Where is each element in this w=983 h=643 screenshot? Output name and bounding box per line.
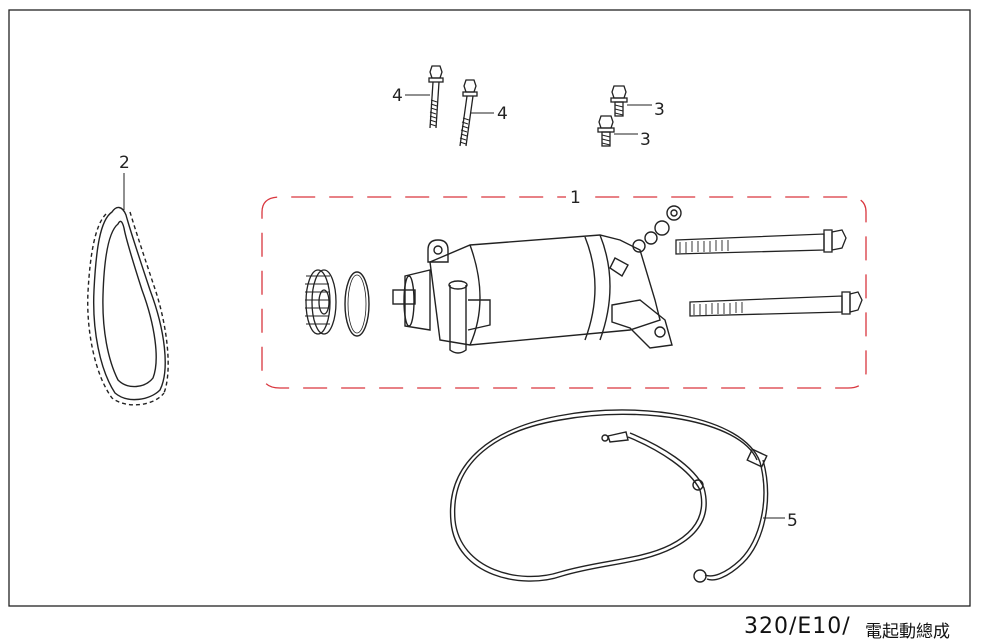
o-ring-inner: [347, 274, 367, 334]
callout-5: 5: [787, 511, 798, 531]
starter-motor[interactable]: [392, 205, 682, 354]
bolt-long-a[interactable]: [428, 65, 444, 129]
callout-4b: 4: [497, 104, 508, 124]
callout-3a: 3: [654, 100, 665, 120]
assembly-outline: [261, 196, 867, 389]
callout-1-gap: [566, 190, 586, 204]
callout-2: 2: [119, 153, 130, 173]
diagram-frame: [8, 9, 971, 607]
bolt-short-b[interactable]: [597, 115, 615, 147]
starter-cable[interactable]: [449, 409, 769, 583]
bolt-short-a[interactable]: [610, 85, 628, 117]
drawing-title: 電起動總成: [865, 622, 950, 642]
through-bolt-a[interactable]: [675, 229, 847, 255]
through-bolt-b[interactable]: [689, 291, 863, 317]
o-ring[interactable]: [344, 271, 370, 337]
callout-1: 1: [570, 188, 581, 208]
bolt-long-b[interactable]: [459, 79, 478, 147]
callout-3b: 3: [640, 130, 651, 150]
drive-gear[interactable]: [305, 269, 337, 335]
callout-4a: 4: [392, 86, 403, 106]
drawing-code: 320/E10/: [744, 614, 851, 639]
chain-part[interactable]: [87, 206, 169, 406]
